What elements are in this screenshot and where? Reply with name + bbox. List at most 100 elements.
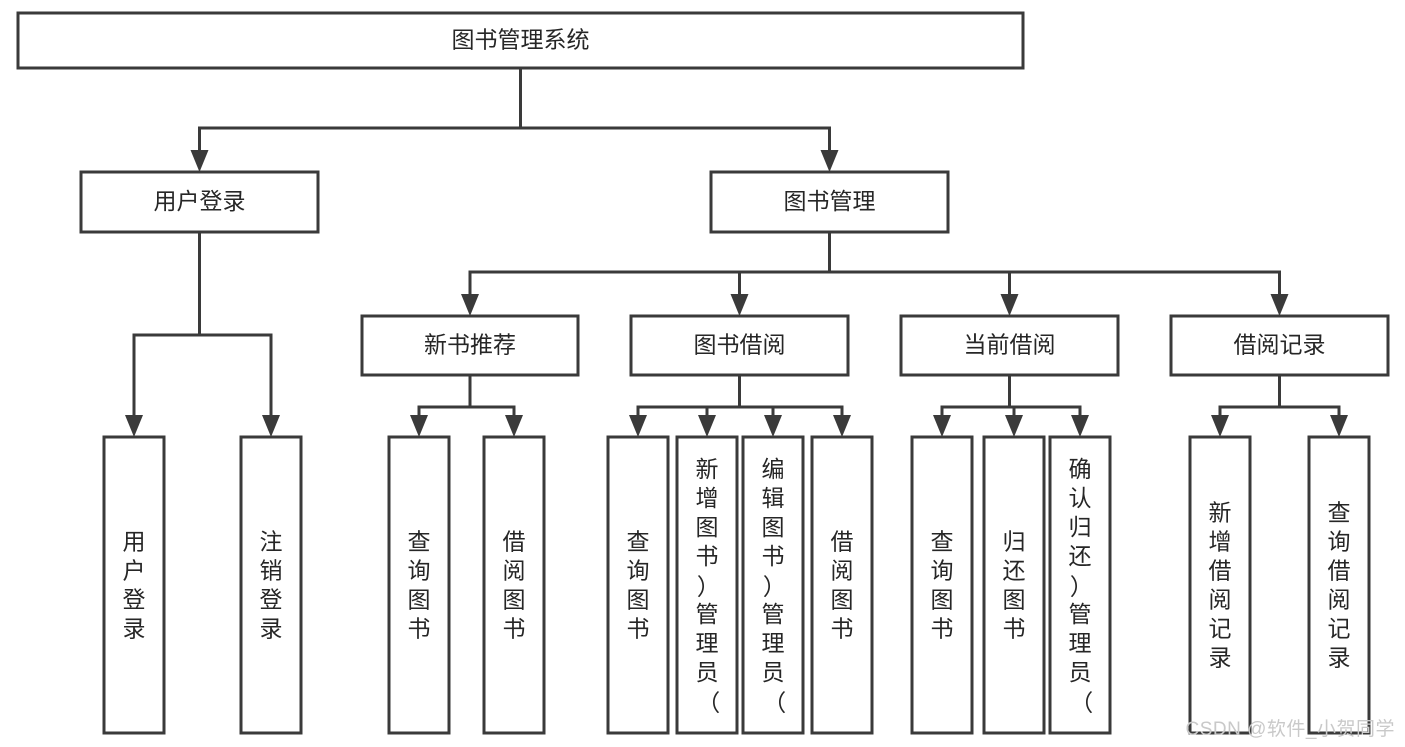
- node-box-leaf-add-book: [675, 435, 739, 735]
- node-label-borrow-record: 借阅记录: [1234, 332, 1326, 358]
- node-label-leaf-add-book-char-2: 图: [696, 514, 719, 540]
- node-box-leaf-query-borrow-record: [1307, 435, 1371, 735]
- node-label-leaf-confirm-return-char-6: 理: [1069, 630, 1092, 656]
- node-label-leaf-user-logout-char-3: 录: [260, 616, 283, 642]
- node-label-leaf-return-book-char-1: 还: [1003, 558, 1026, 584]
- edge-current-borrow-arrow-0: [933, 415, 951, 437]
- node-label-user-login: 用户登录: [154, 188, 246, 214]
- node-book-manage[interactable]: 图书管理: [709, 170, 950, 234]
- node-new-book-recommend[interactable]: 新书推荐: [360, 314, 580, 377]
- node-label-leaf-borrow-book-2-char-0: 借: [831, 529, 854, 555]
- edge-current-borrow-arrow-1: [1005, 415, 1023, 437]
- node-label-leaf-add-book-char-8: ︶: [695, 691, 721, 714]
- node-box-leaf-add-borrow-record: [1188, 435, 1252, 735]
- node-label-leaf-borrow-book-1-char-3: 书: [503, 616, 526, 642]
- node-label-leaf-add-borrow-record-char-3: 阅: [1209, 587, 1232, 613]
- node-label-leaf-query-book-1-char-1: 询: [408, 558, 431, 584]
- node-user-login[interactable]: 用户登录: [79, 170, 320, 234]
- node-label-leaf-confirm-return-char-7: 员: [1069, 659, 1092, 685]
- node-label-leaf-add-book-char-4: ︵: [695, 575, 721, 598]
- edge-borrow-record-arrow-1: [1330, 415, 1348, 437]
- node-box-current-borrow: [899, 314, 1120, 377]
- node-label-leaf-borrow-book-2-char-1: 阅: [831, 558, 854, 584]
- node-label-leaf-confirm-return-char-3: 还: [1069, 543, 1092, 569]
- node-label-leaf-return-book-char-0: 归: [1003, 529, 1026, 555]
- node-box-book-borrow: [629, 314, 850, 377]
- node-label-leaf-query-book-2-char-3: 书: [627, 616, 650, 642]
- node-leaf-user-login[interactable]: 用户登录: [102, 435, 166, 735]
- node-label-leaf-user-login-char-2: 登: [123, 587, 146, 613]
- node-box-book-manage: [709, 170, 950, 234]
- node-label-leaf-edit-book-char-5: 管: [762, 601, 785, 627]
- node-label-leaf-query-borrow-record-char-4: 记: [1328, 616, 1351, 642]
- node-label-leaf-add-borrow-record-char-5: 录: [1209, 645, 1232, 671]
- node-label-leaf-edit-book-char-4: ︵: [761, 575, 787, 598]
- node-box-new-book-recommend: [360, 314, 580, 377]
- edge-root-arrow-0: [190, 150, 209, 172]
- edge-book-manage-arrow-0: [461, 294, 479, 316]
- node-label-leaf-add-borrow-record-char-4: 记: [1209, 616, 1232, 642]
- node-book-borrow[interactable]: 图书借阅: [629, 314, 850, 377]
- edge-root-arrow-1: [820, 150, 839, 172]
- node-label-leaf-return-book-char-3: 书: [1003, 616, 1026, 642]
- node-label-leaf-add-book-char-3: 书: [696, 543, 719, 569]
- node-label-leaf-borrow-book-1-char-0: 借: [503, 529, 526, 555]
- node-label-leaf-edit-book-char-7: 员: [762, 659, 785, 685]
- node-box-leaf-user-login: [102, 435, 166, 735]
- node-label-leaf-borrow-book-2-char-2: 图: [831, 587, 854, 613]
- edge-book-manage-arrow-2: [1000, 294, 1019, 316]
- node-label-leaf-user-login-char-3: 录: [123, 616, 146, 642]
- node-label-leaf-add-book-char-6: 理: [696, 630, 719, 656]
- node-label-leaf-query-borrow-record-char-0: 查: [1328, 500, 1351, 526]
- node-label-current-borrow: 当前借阅: [964, 332, 1056, 358]
- nodes-layer: 图书管理系统用户登录图书管理新书推荐图书借阅当前借阅借阅记录用户登录注销登录查询…: [16, 11, 1390, 735]
- node-label-book-borrow: 图书借阅: [694, 332, 786, 358]
- edge-current-borrow-arrow-2: [1071, 415, 1089, 437]
- node-borrow-record[interactable]: 借阅记录: [1169, 314, 1390, 377]
- node-label-leaf-edit-book-char-2: 图: [762, 514, 785, 540]
- edge-new-book-recommend-arrow-1: [505, 415, 523, 437]
- node-label-leaf-query-borrow-record-char-2: 借: [1328, 558, 1351, 584]
- node-label-leaf-query-book-2-char-1: 询: [627, 558, 650, 584]
- node-label-leaf-add-book-char-7: 员: [696, 659, 719, 685]
- node-label-new-book-recommend: 新书推荐: [424, 332, 516, 358]
- node-label-leaf-borrow-book-2-char-3: 书: [831, 616, 854, 642]
- edge-book-manage-arrow-3: [1270, 294, 1289, 316]
- node-box-root: [16, 11, 1025, 70]
- node-label-leaf-add-borrow-record-char-2: 借: [1209, 558, 1232, 584]
- node-label-leaf-query-book-2-char-0: 查: [627, 529, 650, 555]
- node-box-leaf-edit-book: [741, 435, 805, 735]
- edge-book-manage-arrow-1: [730, 294, 749, 316]
- edge-book-borrow-arrow-3: [833, 415, 851, 437]
- node-label-leaf-query-book-3-char-0: 查: [931, 529, 954, 555]
- edges-layer: [125, 66, 1348, 437]
- node-label-leaf-return-book-char-2: 图: [1003, 587, 1026, 613]
- node-box-leaf-confirm-return: [1048, 435, 1112, 735]
- node-label-leaf-confirm-return-char-0: 确: [1069, 456, 1092, 482]
- node-label-leaf-user-logout-char-1: 销: [260, 558, 283, 584]
- node-box-leaf-borrow-book-2: [810, 435, 874, 735]
- node-box-leaf-query-book-3: [910, 435, 974, 735]
- node-label-leaf-edit-book-char-6: 理: [762, 630, 785, 656]
- node-root[interactable]: 图书管理系统: [16, 11, 1025, 70]
- node-current-borrow[interactable]: 当前借阅: [899, 314, 1120, 377]
- node-label-leaf-borrow-book-1-char-1: 阅: [503, 558, 526, 584]
- node-label-leaf-add-book-char-0: 新: [696, 456, 719, 482]
- node-label-leaf-query-borrow-record-char-3: 阅: [1328, 587, 1351, 613]
- node-label-book-manage: 图书管理: [784, 188, 876, 214]
- edge-user-login-arrow-1: [262, 415, 280, 437]
